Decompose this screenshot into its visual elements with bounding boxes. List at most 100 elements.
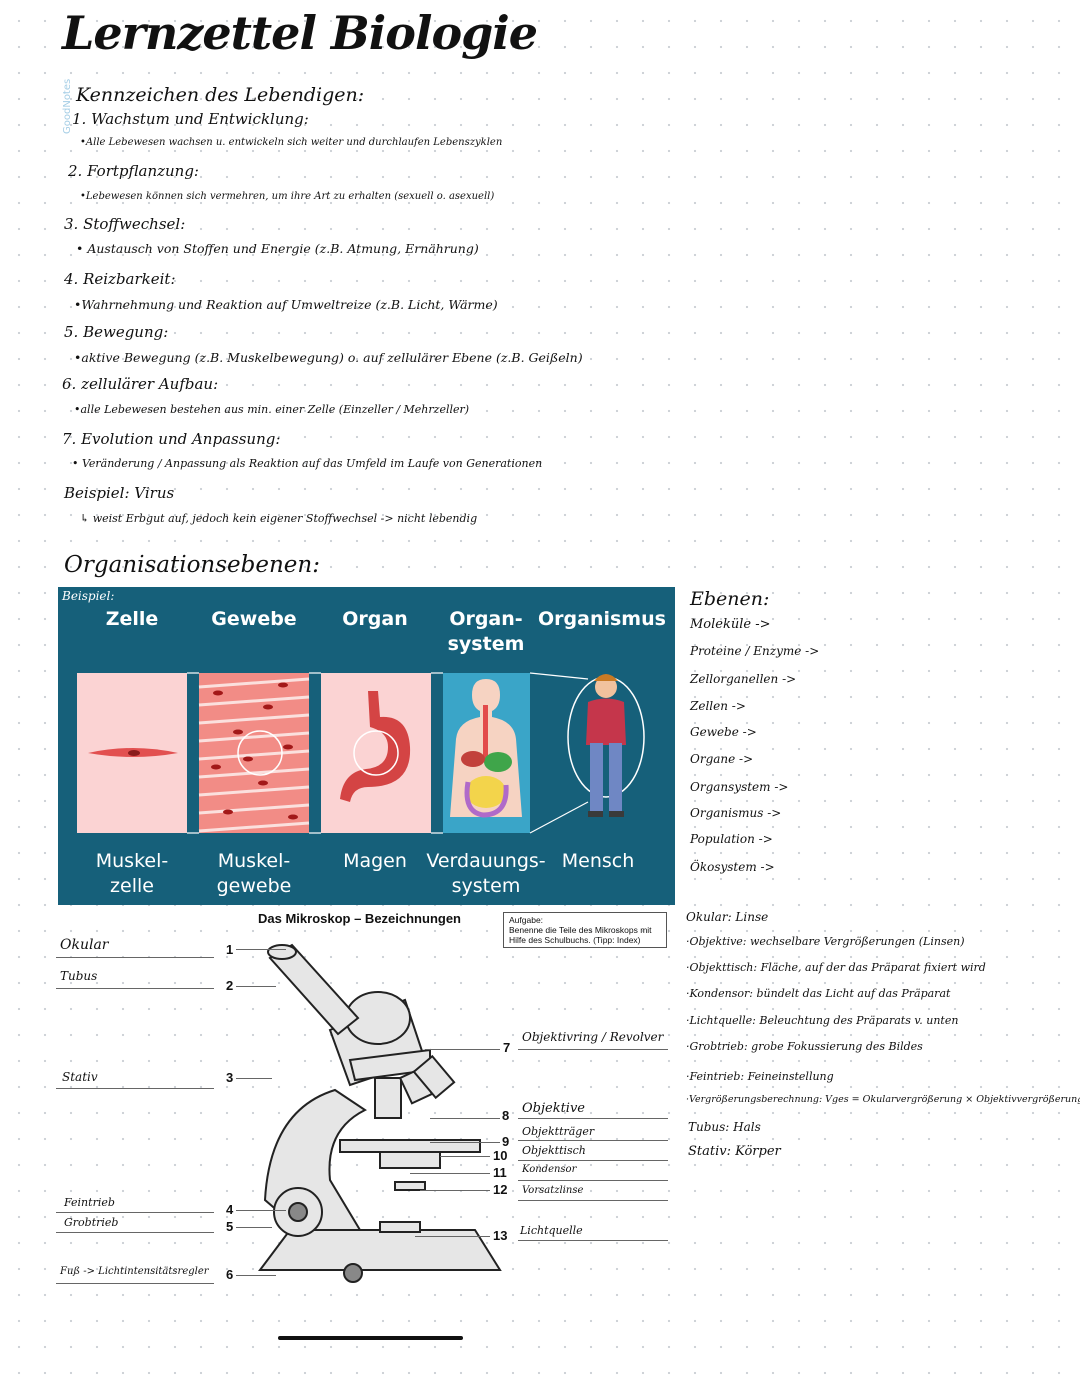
leader-line: [236, 1227, 272, 1228]
label-number: 8: [502, 1108, 510, 1123]
trait-label-7: 7. Evolution und Anpassung:: [62, 430, 281, 448]
answer-line: [518, 1180, 668, 1181]
label-number: 7: [503, 1040, 511, 1055]
ebene-item: Gewebe ->: [690, 725, 757, 739]
answer-line: [56, 1283, 214, 1284]
microscope-drawing: [258, 943, 502, 1283]
leader-line: [236, 1078, 272, 1079]
trait-bullet-4: •Wahrnehmung und Reaktion auf Umweltreiz…: [74, 297, 498, 312]
home-indicator: [278, 1336, 463, 1340]
level-bottom-label: Muskel- gewebe: [216, 850, 292, 897]
task-box: Aufgabe: Benenne die Teile des Mikroskop…: [503, 912, 667, 948]
answer-line: [518, 1118, 668, 1119]
note-line: ·Feintrieb: Feineinstellung: [686, 1070, 834, 1083]
label-number: 10: [493, 1148, 508, 1163]
trait-bullet-2: •Lebewesen können sich vermehren, um ihr…: [80, 191, 495, 202]
level-bottom-label: Verdauungs- system: [426, 850, 546, 897]
note-line: ·Lichtquelle: Beleuchtung des Präparats …: [686, 1014, 959, 1027]
note-line: Tubus: Hals: [688, 1120, 761, 1134]
label-number: 5: [226, 1219, 234, 1234]
leader-line: [410, 1173, 490, 1174]
muscle-tissue-icon: [198, 677, 310, 833]
leader-line: [430, 1142, 500, 1143]
label-number: 11: [493, 1165, 507, 1180]
ebene-item: Organsystem ->: [690, 780, 789, 794]
answer-text: Tubus: [60, 969, 98, 983]
trait-label-4: 4. Reizbarkeit:: [64, 270, 176, 288]
note-line: ·Grobtrieb: grobe Fokussierung des Bilde…: [686, 1040, 923, 1053]
ebene-item: Moleküle ->: [690, 617, 771, 632]
level-bottom-label: Muskel- zelle: [95, 850, 169, 897]
answer-line: [518, 1200, 668, 1201]
label-number: 1: [226, 942, 234, 957]
ebene-item: Organismus ->: [690, 806, 782, 820]
trait-bullet-7: • Veränderung / Anpassung als Reaktion a…: [72, 457, 543, 470]
level-bottom-label: Magen: [343, 850, 407, 872]
label-number: 9: [502, 1134, 510, 1149]
leader-line: [430, 1118, 500, 1119]
person-icon: [595, 676, 617, 698]
label-number: 6: [226, 1267, 234, 1282]
organisation-levels-panel: Beispiel: Zelle Muskel- zelle Gewebe Mus…: [58, 587, 675, 905]
page-title: Lernzettel Biologie: [62, 6, 538, 60]
answer-line: [518, 1049, 668, 1050]
level-top-label: Gewebe: [211, 608, 297, 630]
leader-line: [425, 1049, 500, 1050]
leader-line: [236, 949, 286, 950]
level-top-label: Organismus: [538, 608, 666, 630]
answer-line: [56, 957, 214, 958]
section-heading-organisation: Organisationsebenen:: [64, 552, 320, 578]
example-text: ↳ weist Erbgut auf, jedoch kein eigener …: [80, 512, 478, 525]
answer-text: Vorsatzlinse: [522, 1185, 584, 1196]
trait-label-3: 3. Stoffwechsel:: [64, 215, 186, 233]
digestive-system-icon: [483, 705, 488, 760]
leader-line: [440, 1156, 490, 1157]
answer-line: [56, 988, 214, 989]
trait-label-1: 1. Wachstum und Entwicklung:: [72, 110, 309, 128]
note-line: ·Objektive: wechselbare Vergrößerungen (…: [686, 935, 965, 948]
trait-bullet-6: •alle Lebewesen bestehen aus min. einer …: [74, 403, 470, 416]
note-line: ·Objekttisch: Fläche, auf der das Präpar…: [686, 961, 986, 974]
label-number: 12: [493, 1182, 508, 1197]
level-top-label: Organ: [342, 608, 408, 630]
ebenen-title: Ebenen:: [690, 588, 770, 610]
trait-bullet-5: •aktive Bewegung (z.B. Muskelbewegung) o…: [74, 350, 583, 365]
ebene-item: Population ->: [690, 832, 773, 846]
organisation-illustration: [77, 672, 670, 834]
example-tag: Beispiel:: [62, 589, 115, 603]
microscope-heading: Das Mikroskop – Bezeichnungen: [258, 911, 461, 926]
leader-line: [236, 1210, 286, 1211]
level-bottom-label: Mensch: [561, 850, 635, 872]
leader-line: [415, 1236, 490, 1237]
example-label: Beispiel: Virus: [64, 484, 175, 502]
answer-text: Lichtquelle: [520, 1224, 583, 1237]
note-line: Stativ: Körper: [688, 1144, 781, 1159]
trait-bullet-1: •Alle Lebewesen wachsen u. entwickeln si…: [80, 137, 503, 148]
answer-line: [56, 1088, 214, 1089]
trait-label-2: 2. Fortpflanzung:: [68, 162, 199, 180]
trait-bullet-3: • Austausch von Stoffen und Energie (z.B…: [76, 241, 479, 256]
level-top-label: Zelle: [105, 608, 159, 630]
ebene-item: Ökosystem ->: [690, 860, 775, 874]
answer-text: Feintrieb: [64, 1196, 115, 1209]
trait-label-5: 5. Bewegung:: [64, 323, 169, 341]
leader-line: [420, 1190, 490, 1191]
ebene-item: Proteine / Enzyme ->: [690, 644, 820, 658]
section-heading-characteristics: Kennzeichen des Lebendigen:: [76, 84, 365, 106]
ebene-item: Zellen ->: [690, 699, 746, 713]
label-number: 3: [226, 1070, 234, 1085]
answer-line: [56, 1212, 214, 1213]
answer-text: Objektive: [522, 1101, 586, 1116]
answer-text: Objektträger: [522, 1125, 595, 1138]
label-number: 2: [226, 978, 234, 993]
leader-line: [236, 986, 276, 987]
answer-text: Objektivring / Revolver: [522, 1030, 664, 1044]
leader-line: [236, 1275, 276, 1276]
ebene-item: Organe ->: [690, 752, 754, 766]
microscope-icon: [258, 943, 502, 1283]
answer-text: Grobtrieb: [64, 1216, 119, 1229]
stomach-icon: [340, 691, 411, 802]
answer-line: [518, 1140, 668, 1141]
label-number: 4: [226, 1202, 234, 1217]
label-number: 13: [493, 1228, 508, 1243]
